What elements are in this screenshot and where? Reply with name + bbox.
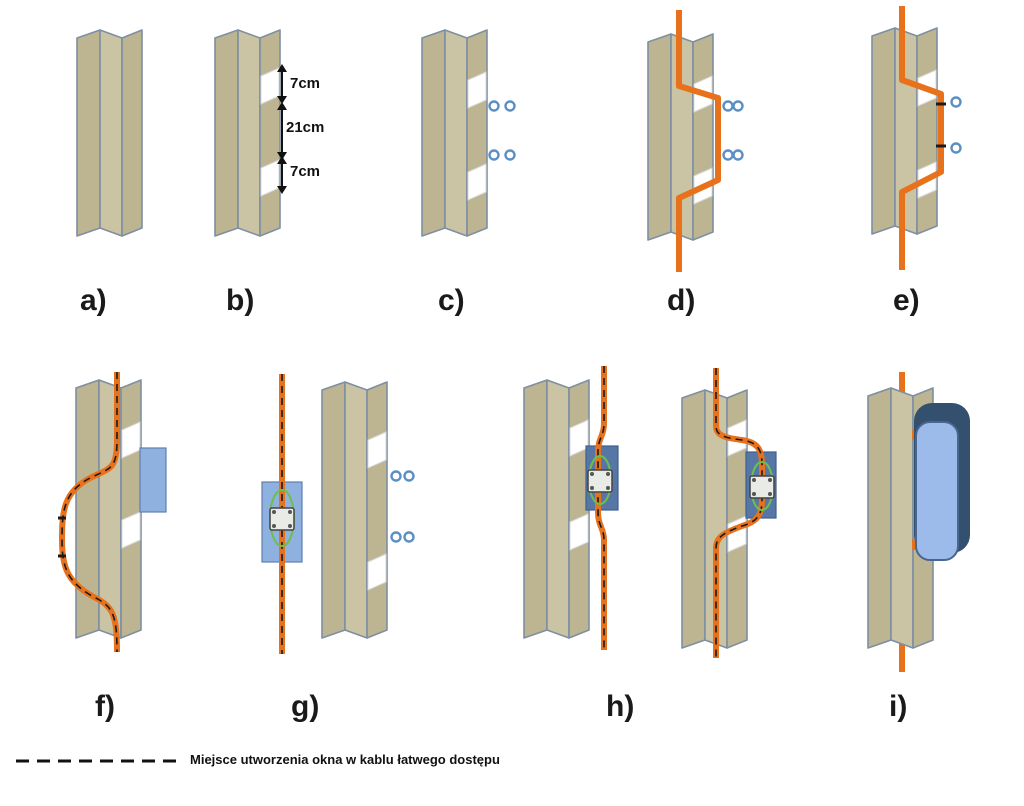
dimension-arrows — [277, 64, 287, 194]
panel-label-i: i) — [889, 690, 907, 723]
cable — [899, 6, 944, 270]
access-window-marker — [597, 366, 605, 650]
cut-window-lower — [121, 511, 141, 549]
panel-h: h) — [523, 366, 777, 723]
panel-e: e) — [871, 6, 962, 317]
post — [523, 379, 590, 639]
post — [421, 29, 488, 237]
dimension-bottom: 7cm — [290, 163, 320, 180]
post — [76, 29, 143, 237]
cut-window-upper — [367, 431, 387, 469]
panel-label-b: b) — [226, 284, 254, 317]
legend-label: Miejsce utworzenia okna w kablu łatwego … — [190, 752, 500, 767]
panel-label-c: c) — [438, 284, 465, 317]
cut-window-lower — [467, 163, 487, 201]
panel-label-f: f) — [95, 690, 115, 723]
dimension-middle: 21cm — [286, 119, 324, 136]
panel-label-g: g) — [291, 690, 319, 723]
dimension-top: 7cm — [290, 75, 320, 92]
access-window-marker — [715, 368, 763, 658]
panel-label-a: a) — [80, 284, 107, 317]
panel-f: f) — [58, 372, 167, 723]
panel-i: i) — [867, 372, 970, 723]
splice-clip — [269, 489, 295, 547]
panel-d: d) — [647, 10, 744, 317]
panel-label-h: h) — [606, 690, 634, 723]
mounting-rings — [950, 96, 962, 154]
panel-a: a) — [76, 29, 143, 317]
mounting-plate — [139, 447, 167, 513]
panel-label-e: e) — [893, 284, 920, 317]
cut-window-upper — [467, 71, 487, 109]
splice-clip — [587, 455, 613, 505]
access-window-marker — [61, 372, 118, 653]
panel-g: g) — [261, 374, 415, 723]
post — [321, 381, 388, 639]
cut-window-lower — [569, 513, 589, 551]
post — [75, 379, 142, 639]
cut-window-lower — [367, 553, 387, 591]
panel-b: 7cm 21cm 7cm b) — [214, 29, 324, 317]
post — [214, 29, 281, 237]
mounting-rings — [488, 100, 516, 161]
mounting-rings — [722, 100, 744, 161]
panel-label-d: d) — [667, 284, 695, 317]
post — [681, 389, 748, 649]
panel-c: c) — [421, 29, 516, 317]
legend: Miejsce utworzenia okna w kablu łatwego … — [16, 752, 500, 767]
cable — [676, 10, 721, 272]
splice-closure — [914, 403, 970, 561]
mounting-rings — [390, 470, 415, 543]
splice-clip — [749, 461, 775, 511]
